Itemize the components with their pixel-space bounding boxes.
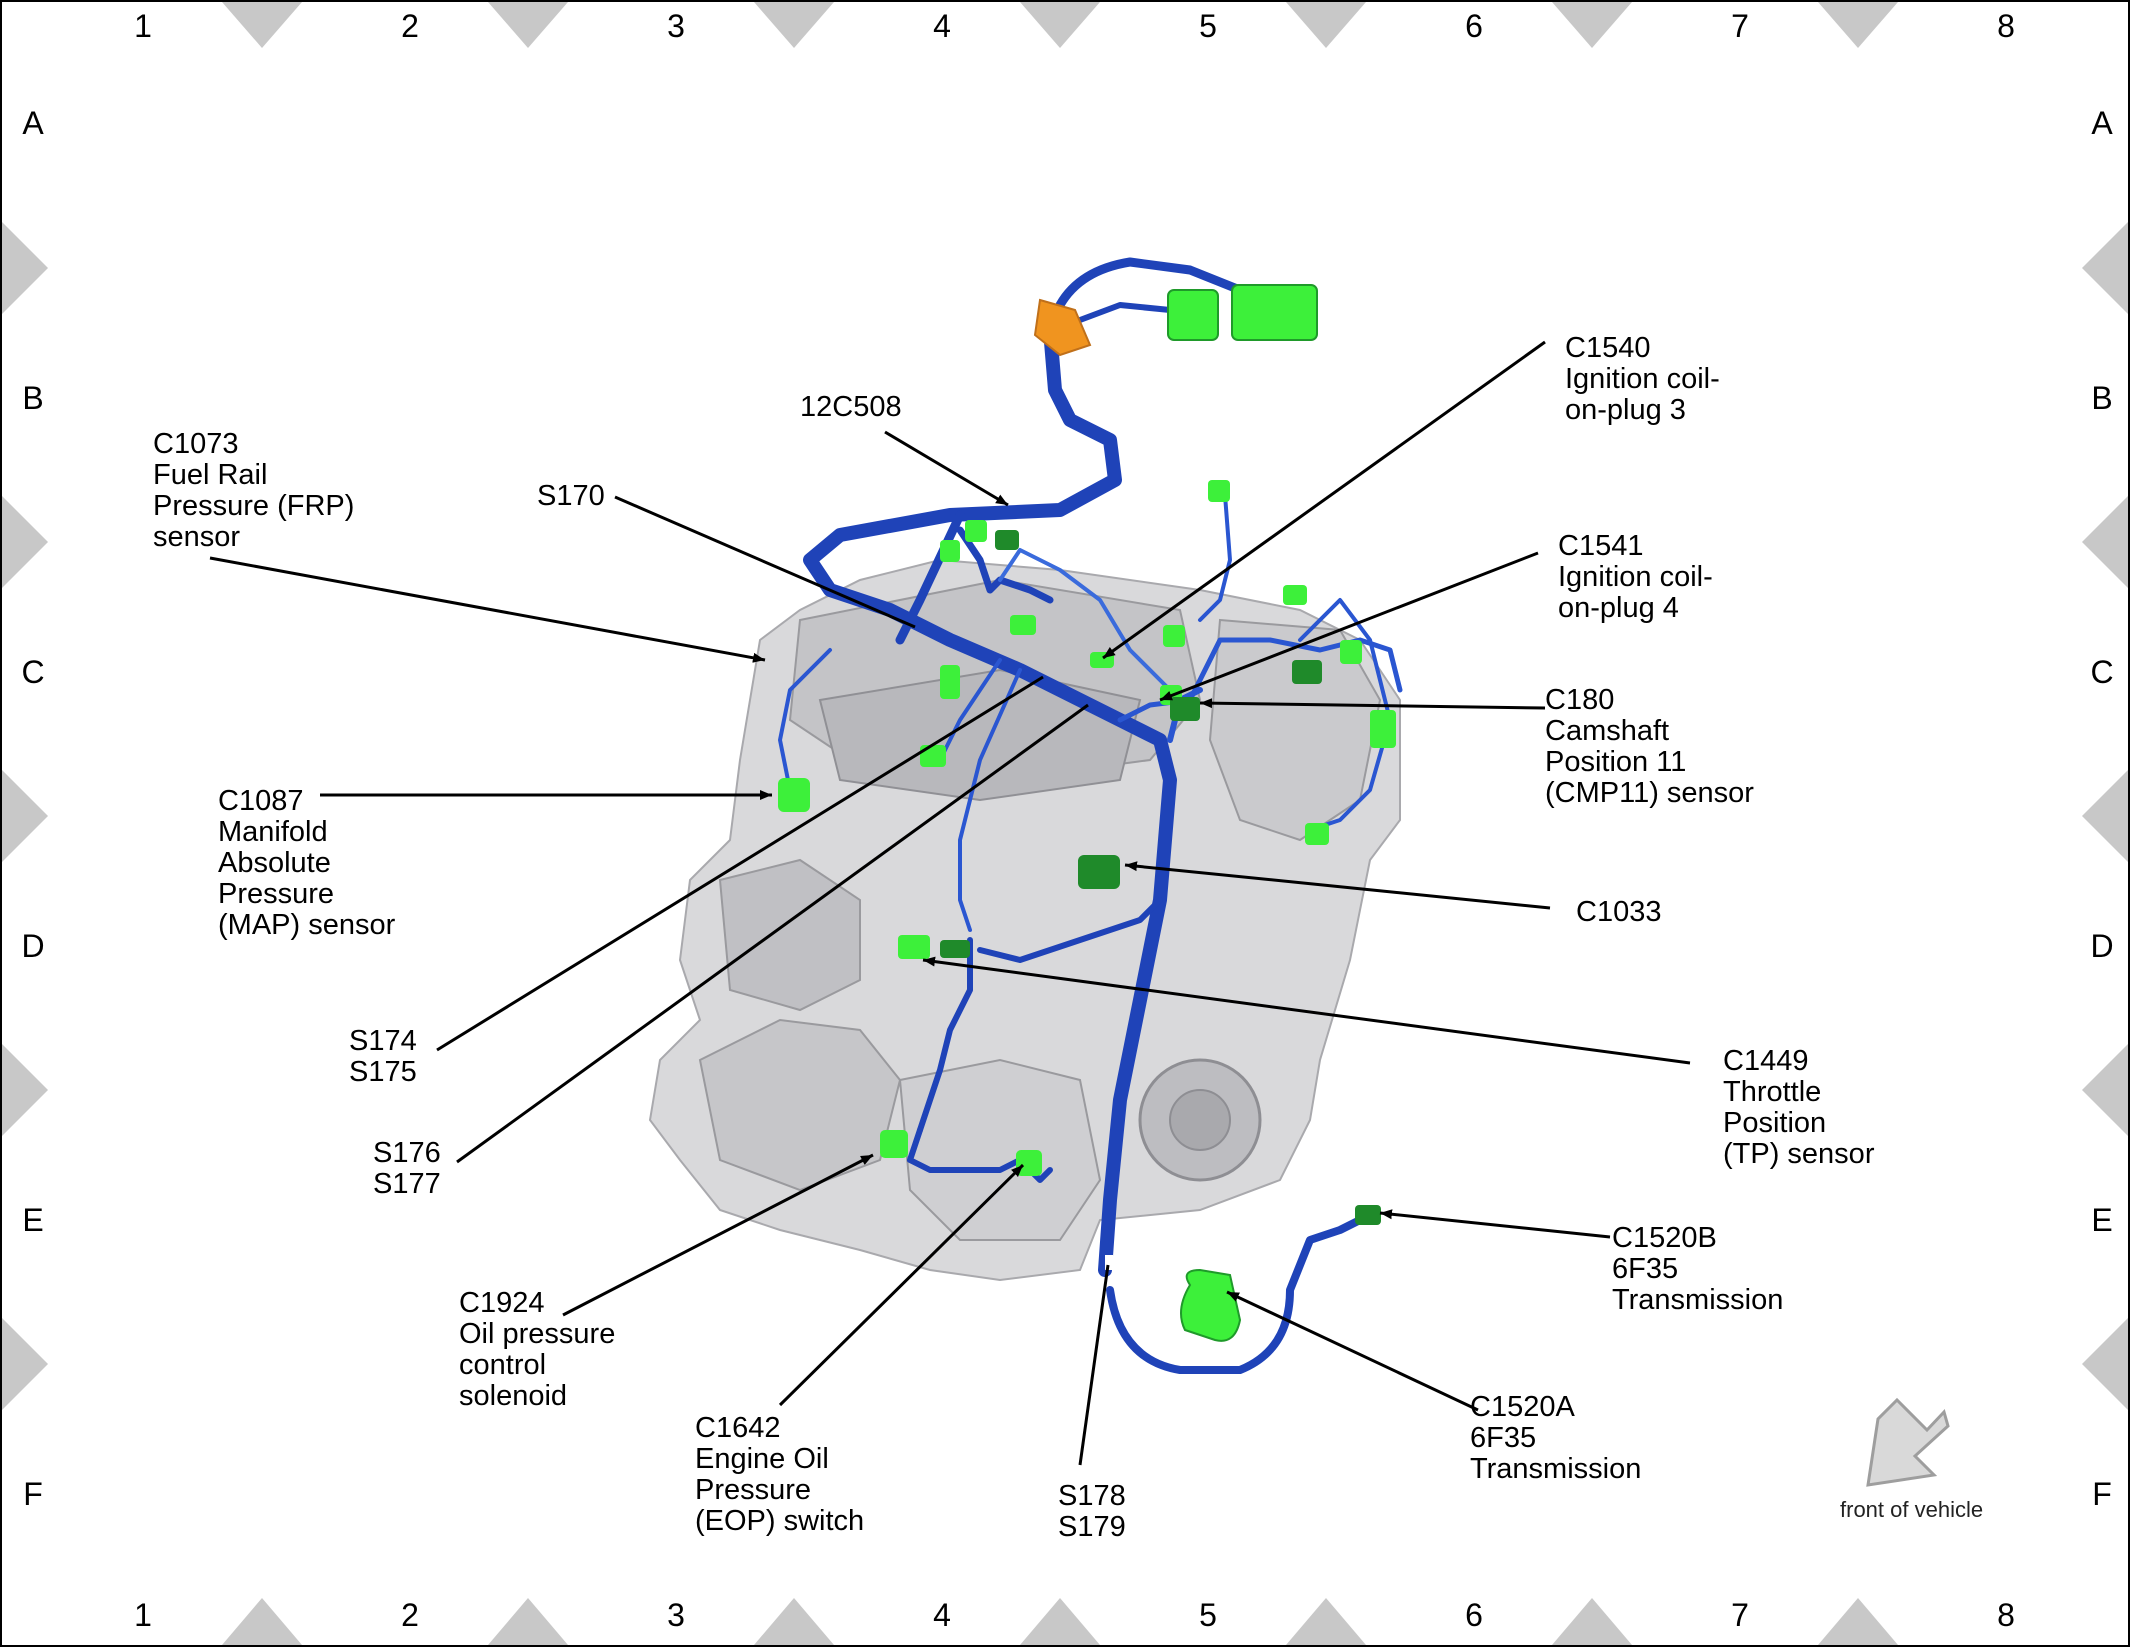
label-c1087: C1087 Manifold Absolute Pressure (MAP) s… bbox=[218, 785, 396, 941]
front-of-vehicle-arrow-icon bbox=[1866, 1397, 1950, 1487]
front-of-vehicle-label: front of vehicle bbox=[1840, 1497, 1984, 1522]
engine-body bbox=[648, 558, 1401, 1282]
grid-row-right-f: F bbox=[2092, 1476, 2112, 1512]
bottom-border-marks bbox=[222, 1598, 1898, 1645]
label-c1924: C1924 Oil pressure control solenoid bbox=[459, 1287, 616, 1412]
grid-col-top-2: 2 bbox=[401, 8, 419, 44]
right-border-marks bbox=[2082, 222, 2128, 1410]
grid-col-top-8: 8 bbox=[1997, 8, 2015, 44]
label-c1541: C1541 Ignition coil- on-plug 4 bbox=[1558, 530, 1713, 624]
grid-row-left-e: E bbox=[22, 1202, 44, 1238]
grid-row-left-b: B bbox=[22, 380, 44, 416]
grid-col-top-3: 3 bbox=[667, 8, 685, 44]
grid-col-bottom-2: 2 bbox=[401, 1597, 419, 1633]
label-12c508: 12C508 bbox=[800, 391, 902, 423]
label-s174-s175: S174 S175 bbox=[349, 1025, 417, 1088]
grid-col-bottom-7: 7 bbox=[1731, 1597, 1749, 1633]
label-s178-s179: S178 S179 bbox=[1058, 1480, 1126, 1543]
label-s170: S170 bbox=[537, 480, 605, 512]
grid-col-bottom-1: 1 bbox=[134, 1597, 152, 1633]
left-border-marks bbox=[2, 222, 48, 1410]
grid-col-bottom-4: 4 bbox=[933, 1597, 951, 1633]
grid-col-bottom-8: 8 bbox=[1997, 1597, 2015, 1633]
grid-row-right-e: E bbox=[2091, 1202, 2113, 1238]
label-s176-s177: S176 S177 bbox=[373, 1137, 441, 1200]
label-c1642: C1642 Engine Oil Pressure (EOP) switch bbox=[695, 1412, 865, 1537]
grid-row-right-d: D bbox=[2090, 928, 2114, 964]
label-c1520a: C1520A 6F35 Transmission bbox=[1470, 1391, 1642, 1485]
grid-col-bottom-6: 6 bbox=[1465, 1597, 1483, 1633]
label-c1520b: C1520B 6F35 Transmission bbox=[1612, 1222, 1784, 1316]
label-c1540: C1540 Ignition coil- on-plug 3 bbox=[1565, 332, 1720, 426]
grid-row-right-b: B bbox=[2091, 380, 2113, 416]
grid-row-right-c: C bbox=[2090, 654, 2114, 690]
grid-row-left-c: C bbox=[21, 654, 45, 690]
label-c1033: C1033 bbox=[1576, 896, 1662, 928]
label-c1073: C1073 Fuel Rail Pressure (FRP) sensor bbox=[153, 428, 355, 553]
grid-col-top-7: 7 bbox=[1731, 8, 1749, 44]
label-c180: C180 Camshaft Position 11 (CMP11) sensor bbox=[1545, 684, 1754, 809]
top-border-marks bbox=[222, 2, 1898, 48]
grid-row-left-d: D bbox=[21, 928, 45, 964]
grid-col-bottom-5: 5 bbox=[1199, 1597, 1217, 1633]
grid-col-top-6: 6 bbox=[1465, 8, 1483, 44]
grid-row-right-a: A bbox=[2091, 105, 2113, 141]
connectors bbox=[778, 284, 1396, 1342]
grid-row-left-f: F bbox=[23, 1476, 43, 1512]
label-c1449: C1449 Throttle Position (TP) sensor bbox=[1723, 1045, 1875, 1170]
grid-row-left-a: A bbox=[22, 105, 44, 141]
grid-col-top-5: 5 bbox=[1199, 8, 1217, 44]
grid-col-top-1: 1 bbox=[134, 8, 152, 44]
leader-lines bbox=[209, 340, 1691, 1466]
grid-col-top-4: 4 bbox=[933, 8, 951, 44]
grid-col-bottom-3: 3 bbox=[667, 1597, 685, 1633]
